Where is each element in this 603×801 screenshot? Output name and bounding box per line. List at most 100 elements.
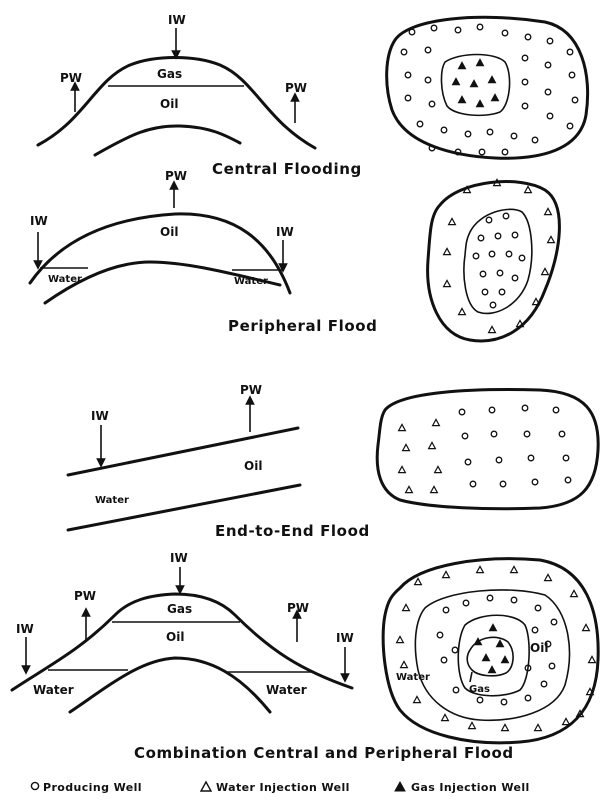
water-injection-well-icon <box>429 442 436 448</box>
producing-well-icon <box>551 619 557 625</box>
producing-well-icon <box>545 62 551 68</box>
producing-well-icon <box>487 129 493 135</box>
producing-well-icon <box>511 133 517 139</box>
producing-well-icon <box>506 251 512 257</box>
producing-well-icon <box>512 232 518 238</box>
water-injection-well-icon <box>444 248 451 254</box>
water-injection-well-icon <box>502 724 509 730</box>
water-injection-well-icon <box>414 696 421 702</box>
water-injection-well-icon <box>533 298 540 304</box>
peripheral-flood-caption: Peripheral Flood <box>228 317 378 335</box>
water-injection-well-icon <box>415 578 422 584</box>
water-injection-well-icon <box>563 718 570 724</box>
central-flooding-plan-view <box>387 17 588 158</box>
end-to-end-flood-cross-section: IW PW Oil Water <box>68 383 300 530</box>
end-to-end-flood-wells <box>399 405 571 492</box>
producing-well-icon <box>512 275 518 281</box>
water-injection-well-icon <box>435 466 442 472</box>
producing-well-icon <box>496 457 502 463</box>
iw-label: IW <box>276 225 294 239</box>
producing-well-icon <box>431 25 437 31</box>
producing-well-icon <box>524 431 530 437</box>
producing-well-icon <box>425 47 431 53</box>
peripheral-flood-wells <box>444 179 555 332</box>
gas-zone-label: Gas <box>469 684 490 695</box>
producing-well-icon <box>473 253 479 259</box>
water-injection-well-icon <box>589 656 596 662</box>
producing-well-icon <box>465 459 471 465</box>
pw-label: PW <box>285 81 307 95</box>
producing-well-icon <box>463 600 469 606</box>
producing-well-icon <box>522 79 528 85</box>
producing-well-icon <box>567 49 573 55</box>
combination-flood-plan-view: Gas Oil Water <box>383 559 598 743</box>
combination-flood-wells <box>397 566 596 730</box>
oil-zone-label: Oil <box>160 225 178 239</box>
producing-well-icon <box>502 149 508 155</box>
pw-label: PW <box>60 71 82 85</box>
gas-injection-well-icon <box>459 62 466 68</box>
oil-zone-label: Oil <box>244 459 262 473</box>
water-injection-well-icon <box>401 661 408 667</box>
water-zone-label: Water <box>95 495 129 506</box>
water-zone-label: Water <box>396 672 430 683</box>
iw-label: IW <box>30 214 48 228</box>
gas-injection-well-icon <box>477 100 484 106</box>
water-injection-well-icon <box>542 268 549 274</box>
peripheral-flood-plan-view <box>428 179 560 341</box>
water-zone-label: Water <box>234 276 268 287</box>
gas-injection-well-icon <box>395 782 405 791</box>
producing-well-icon <box>465 131 471 137</box>
combination-flood-caption: Combination Central and Peripheral Flood <box>134 744 514 762</box>
water-injection-well-icon <box>399 466 406 472</box>
gas-leader-line <box>470 672 472 682</box>
gas-injection-well-icon <box>471 80 478 86</box>
oil-zone-label: Oil <box>160 97 178 111</box>
producing-well-icon <box>487 595 493 601</box>
water-injection-well-icon <box>406 486 413 492</box>
gas-injection-well-icon <box>497 640 504 646</box>
producing-well-icon <box>479 149 485 155</box>
producing-well-icon <box>405 72 411 78</box>
producing-well-icon <box>489 251 495 257</box>
producing-well-icon <box>525 34 531 40</box>
water-injection-well-icon <box>459 308 466 314</box>
producing-well-icon <box>462 433 468 439</box>
producing-well-icon <box>437 632 443 638</box>
producing-well-icon <box>453 687 459 693</box>
producing-well-icon <box>528 455 534 461</box>
producing-well-icon <box>480 271 486 277</box>
producing-well-icon <box>441 657 447 663</box>
gas-injection-well-icon <box>489 666 496 672</box>
producing-well-icon <box>532 627 538 633</box>
water-injection-well-icon <box>535 724 542 730</box>
water-injection-well-icon <box>571 590 578 596</box>
producing-well-icon <box>478 235 484 241</box>
iw-label: IW <box>168 13 186 27</box>
central-flooding-wells <box>401 24 578 155</box>
producing-well-icon <box>559 431 565 437</box>
producing-well-icon <box>401 49 407 55</box>
producing-well-icon <box>443 607 449 613</box>
producing-well-icon <box>519 255 525 261</box>
producing-well-icon <box>455 27 461 33</box>
iw-label: IW <box>16 622 34 636</box>
gas-injection-well-icon <box>477 59 484 65</box>
water-injection-well-icon <box>477 566 484 572</box>
producing-well-icon <box>572 97 578 103</box>
producing-well-icon <box>441 127 447 133</box>
pw-label: PW <box>287 601 309 615</box>
end-to-end-flood-plan-view <box>377 390 598 509</box>
gas-injection-well-icon <box>483 654 490 660</box>
water-injection-well-icon <box>442 714 449 720</box>
producing-well-icon <box>569 72 575 78</box>
water-injection-well-icon <box>489 326 496 332</box>
producing-well-icon <box>565 477 571 483</box>
gas-injection-well-icon <box>490 624 497 630</box>
producing-well-icon <box>459 409 465 415</box>
water-zone-label: Water <box>33 683 74 697</box>
producing-well-icon <box>425 77 431 83</box>
producing-well-icon <box>417 121 423 127</box>
water-injection-well-icon <box>545 574 552 580</box>
